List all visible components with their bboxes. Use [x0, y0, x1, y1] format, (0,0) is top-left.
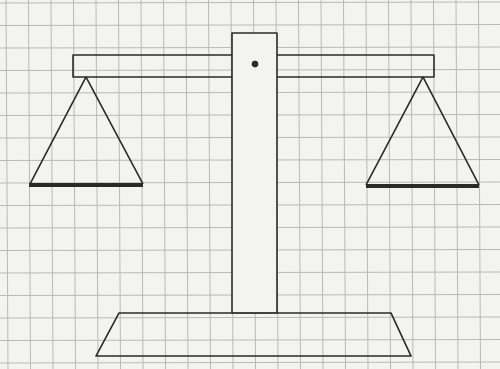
- post: [232, 33, 277, 313]
- pivot-dot: [252, 61, 259, 68]
